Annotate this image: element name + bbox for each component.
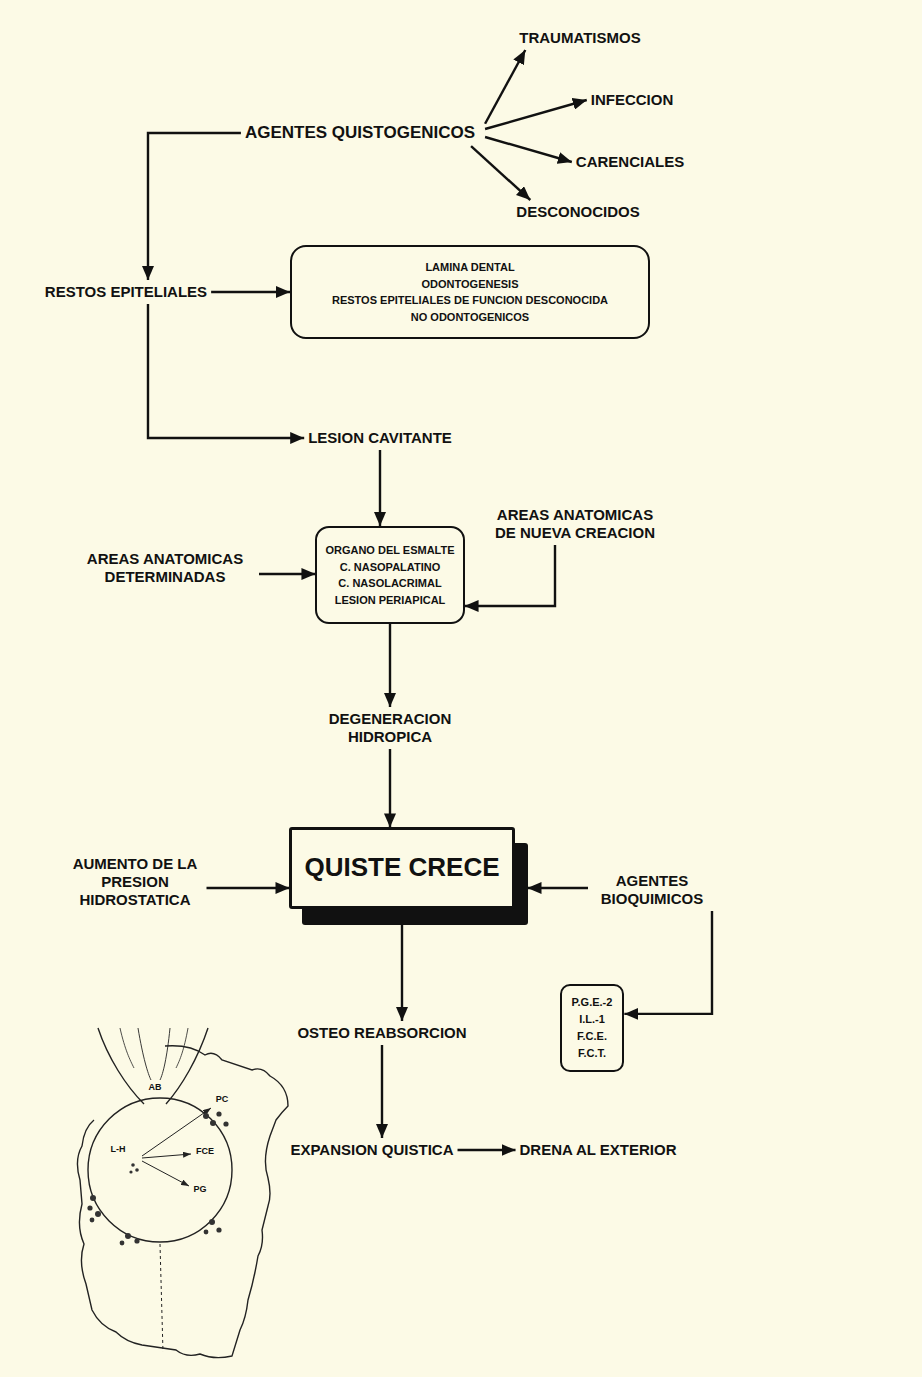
node-text: EXPANSION QUISTICA — [290, 1141, 453, 1159]
flow-arrow — [259, 573, 315, 575]
flow-text: DEGENERACION HIDROPICA — [316, 707, 464, 749]
node-text: P.G.E.-2 — [572, 994, 613, 1011]
node-text: C. NASOLACRIMAL — [325, 575, 454, 592]
node-text: LAMINA DENTAL — [306, 259, 634, 276]
bone-outline — [77, 1046, 288, 1358]
node-text: TRAUMATISMOS — [519, 29, 640, 47]
node-text: F.C.T. — [572, 1045, 613, 1062]
flow-text: AGENTES BIOQUIMICOS — [588, 869, 716, 911]
flow-text: INFECCION — [587, 88, 678, 112]
node-text: AUMENTO DE LA PRESION HIDROSTATICA — [68, 855, 203, 909]
callout-label: PG — [193, 1185, 206, 1195]
node-text: CARENCIALES — [576, 153, 684, 171]
flow-arrow — [471, 146, 530, 200]
process-box: ORGANO DEL ESMALTEC. NASOPALATINOC. NASO… — [315, 526, 464, 624]
node-text: RESTOS EPITELIALES DE FUNCION DESCONOCID… — [306, 292, 634, 309]
process-box: P.G.E.-2I.L.-1F.C.E.F.C.T. — [560, 984, 625, 1072]
flow-text: AUMENTO DE LA PRESION HIDROSTATICA — [64, 852, 207, 912]
process-box: LAMINA DENTALODONTOGENESISRESTOS EPITELI… — [290, 245, 650, 339]
flow-arrow — [389, 749, 391, 827]
callout-label: FCE — [196, 1147, 214, 1157]
node-text: QUISTE CRECE — [304, 852, 499, 883]
flow-text: EXPANSION QUISTICA — [286, 1138, 457, 1162]
callout-label: PC — [216, 1095, 229, 1105]
tooth-root — [98, 1028, 144, 1104]
node-text: NO ODONTOGENICOS — [306, 309, 634, 326]
node-text: DESCONOCIDOS — [516, 203, 639, 221]
node-text: DRENA AL EXTERIOR — [520, 1141, 677, 1159]
node-text: ODONTOGENESIS — [306, 276, 634, 293]
flow-arrow — [485, 137, 572, 162]
cyst-cavity — [88, 1098, 232, 1242]
flow-text: RESTOS EPITELIALES — [41, 280, 211, 304]
flow-arrow — [207, 887, 290, 889]
osteoclast-cells — [87, 1111, 228, 1245]
node-text: I.L.-1 — [572, 1011, 613, 1028]
callout-label: L-H — [111, 1145, 126, 1155]
flow-text: AGENTES QUISTOGENICOS — [241, 120, 479, 146]
flow-arrow — [401, 909, 403, 1021]
flow-arrow — [379, 450, 381, 526]
node-text: C. NASOPALATINO — [325, 559, 454, 576]
axis-line — [160, 1244, 163, 1352]
callout-label: AB — [149, 1083, 162, 1093]
flow-arrow — [485, 100, 587, 129]
tooth-root — [166, 1028, 208, 1104]
node-text: RESTOS EPITELIALES — [45, 283, 207, 301]
flow-text: CARENCIALES — [572, 150, 688, 174]
pulp-canal — [138, 1028, 151, 1080]
root-outline — [120, 1028, 134, 1068]
pulp-canal — [160, 1028, 170, 1080]
flow-arrow — [465, 545, 555, 606]
node-text: DEGENERACION HIDROPICA — [320, 710, 460, 746]
flow-text: DESCONOCIDOS — [512, 200, 643, 224]
node-text: LESION PERIAPICAL — [325, 592, 454, 609]
flow-arrow — [211, 291, 290, 293]
flow-arrow — [148, 304, 304, 438]
flow-arrow — [624, 911, 712, 1014]
node-text: AGENTES QUISTOGENICOS — [245, 123, 475, 143]
flow-arrow — [389, 624, 391, 707]
leader-arrow — [142, 1154, 191, 1158]
root-outline — [176, 1028, 188, 1068]
flow-text: OSTEO REABSORCION — [293, 1021, 470, 1045]
flow-text: DRENA AL EXTERIOR — [516, 1138, 681, 1162]
leader-arrow — [142, 1161, 189, 1186]
node-text: ORGANO DEL ESMALTE — [325, 542, 454, 559]
flow-text: LESION CAVITANTE — [304, 426, 456, 450]
flow-arrow — [148, 133, 241, 280]
node-text: AGENTES BIOQUIMICOS — [592, 872, 712, 908]
process-box: QUISTE CRECE — [289, 827, 514, 908]
flow-arrow — [528, 887, 588, 889]
node-text: LESION CAVITANTE — [308, 429, 452, 447]
flow-arrow — [381, 1045, 383, 1138]
flow-arrow — [458, 1149, 516, 1151]
flow-arrow — [485, 50, 525, 124]
node-text: F.C.E. — [572, 1028, 613, 1045]
node-text: AREAS ANATOMICAS DETERMINADAS — [75, 550, 255, 586]
node-text: OSTEO REABSORCION — [297, 1024, 466, 1042]
node-text: INFECCION — [591, 91, 674, 109]
flow-text: TRAUMATISMOS — [515, 26, 644, 50]
flow-text: AREAS ANATOMICAS DE NUEVA CREACION — [481, 503, 669, 545]
node-text: AREAS ANATOMICAS DE NUEVA CREACION — [485, 506, 665, 542]
flow-text: AREAS ANATOMICAS DETERMINADAS — [71, 547, 259, 589]
